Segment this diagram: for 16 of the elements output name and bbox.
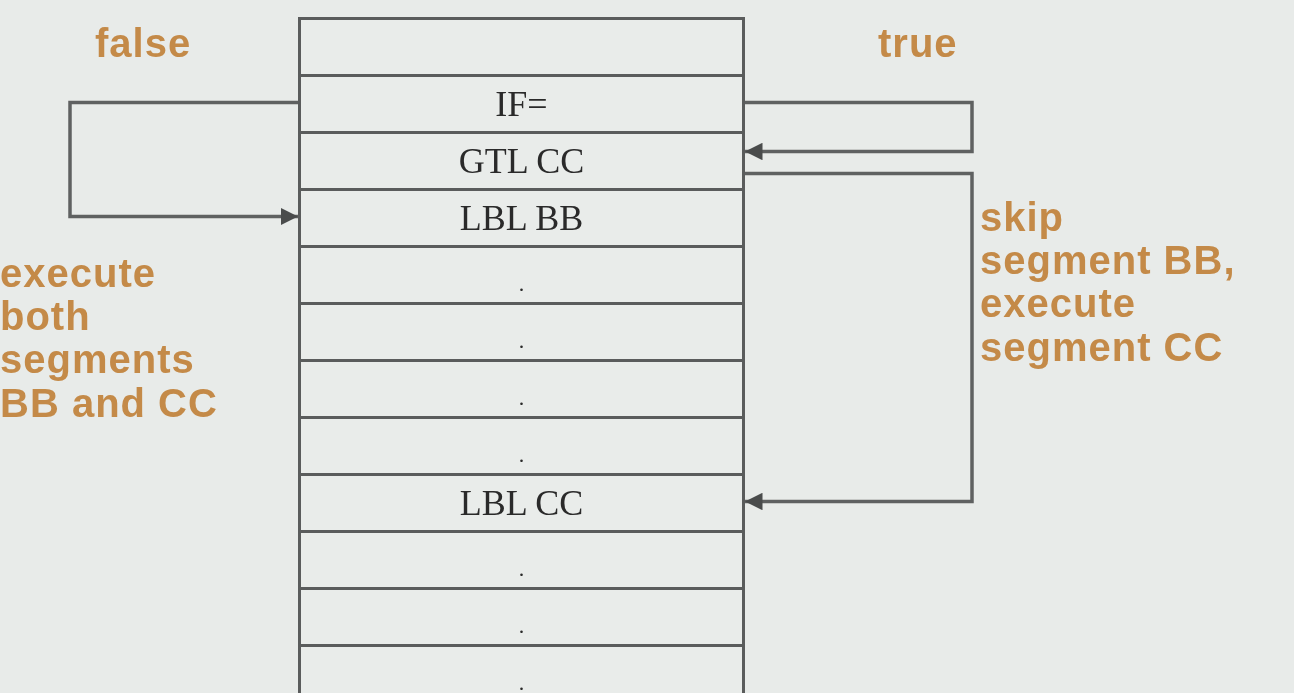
memory-row: IF= [298,74,745,134]
arrow [68,100,298,226]
memory-row: . [298,587,745,647]
memory-row: . [298,530,745,590]
arrow [745,171,974,511]
note-text: execute both segments BB and CC [0,252,219,425]
memory-row: LBL CC [298,473,745,533]
memory-row: . [298,644,745,693]
empty-memory-row [298,17,745,77]
memory-row: LBL BB [298,188,745,248]
memory-row: . [298,245,745,305]
memory-row: GTL CC [298,131,745,191]
arrow [745,100,974,161]
memory-row: . [298,302,745,362]
memory-row: . [298,359,745,419]
memory-row: . [298,416,745,476]
